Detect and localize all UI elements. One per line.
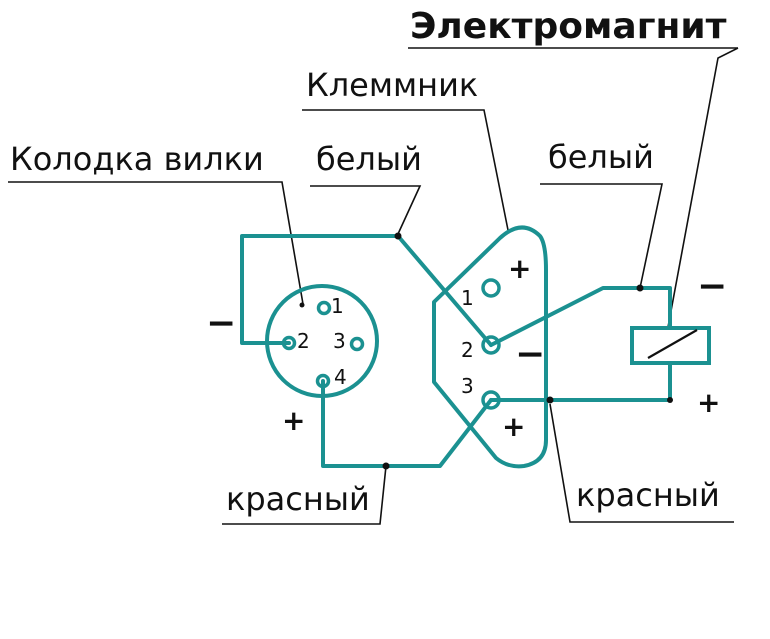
red-wire-right-junction (546, 396, 554, 404)
electromagnet-label: Электромагнит (410, 6, 727, 47)
plug-pin-3-number: 3 (333, 329, 346, 353)
white-wire-plug-to-terminal (240, 234, 493, 347)
magnet-minus-sign: − (697, 266, 727, 307)
red-wire-left-leader (222, 465, 387, 525)
terminal-minus-sign: − (515, 334, 545, 375)
terminal-block-body (432, 225, 548, 469)
magnet-plus-junction (667, 397, 673, 403)
white-wire-left-leader (310, 185, 422, 235)
plug-pin-2-number: 2 (297, 329, 310, 353)
terminal-pin-2-number: 2 (461, 338, 474, 362)
white-wire-right-junction (636, 284, 644, 292)
terminal-pin-1 (481, 278, 501, 298)
magnet-plus-sign: + (697, 386, 720, 419)
terminal-pin-3-number: 3 (461, 374, 474, 398)
white-wire-left-junction (394, 232, 402, 240)
plug-pin-1 (316, 300, 332, 316)
red-wire-right-label: красный (576, 476, 720, 514)
red-wire-right-leader (549, 403, 734, 523)
red-wire-left-junction (382, 462, 390, 470)
terminal-pin-1-number: 1 (461, 286, 474, 310)
plug-marker-dot (299, 302, 305, 308)
plug-pin-4-number: 4 (334, 365, 347, 389)
red-wire-left-label: красный (226, 480, 370, 518)
plug-block-leader (8, 181, 304, 305)
electromagnet-coil-diagonal (647, 329, 698, 359)
white-wire-right-leader (540, 183, 663, 289)
electromagnet-leader (665, 47, 739, 339)
white-wire-left-label: белый (316, 140, 422, 178)
terminal-block-leader (302, 109, 509, 231)
plug-block-label: Колодка вилки (10, 140, 264, 178)
terminal-plus-top-sign: + (508, 252, 531, 285)
terminal-block-label: Клеммник (306, 66, 478, 104)
plug-pin-3 (349, 336, 365, 352)
plug-plus-sign: + (282, 404, 305, 437)
plug-pin-1-number: 1 (331, 294, 344, 318)
white-wire-right-label: белый (548, 138, 654, 176)
red-wire-plug-to-terminal (321, 379, 493, 468)
terminal-plus-bottom-sign: + (502, 410, 525, 443)
plug-minus-sign: − (206, 303, 236, 344)
